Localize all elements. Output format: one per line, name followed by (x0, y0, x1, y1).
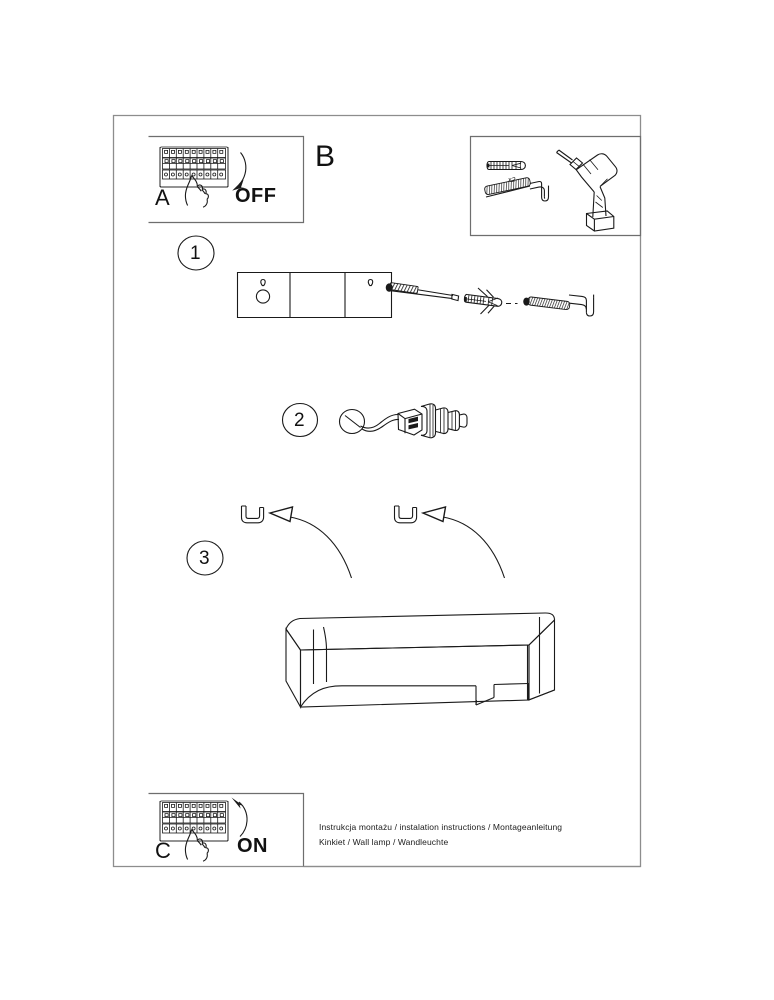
panel-a-box (148, 135, 305, 224)
step-3-marker (186, 540, 224, 576)
step-3-illustration (240, 505, 556, 710)
hook-right-icon (393, 505, 418, 524)
panel-a-letter: A (155, 185, 170, 210)
long-screw (385, 282, 460, 302)
hand-icon (184, 175, 209, 208)
circuit-breaker-icon-c (159, 800, 229, 862)
arrow-off-icon (232, 152, 247, 191)
step-1-illustration (236, 271, 595, 319)
panel-c-letter: C (155, 838, 171, 863)
step-3-number: 3 (199, 548, 210, 569)
step-2-marker (281, 402, 319, 438)
step-1-marker (177, 235, 215, 271)
wall-lamp-body (285, 612, 556, 710)
hook-left-icon (240, 505, 265, 524)
sheet-frame (112, 114, 642, 868)
panel-c-action-label: ON (237, 835, 268, 857)
hand-icon (184, 829, 209, 862)
wall-plug-icon (486, 160, 526, 171)
hook-screw-icon-b (484, 177, 550, 202)
hook-screw-step1 (523, 294, 595, 317)
circuit-breaker-icon-a (159, 146, 229, 208)
panel-c-box (148, 792, 305, 867)
panel-a-action-label: OFF (235, 185, 277, 207)
cordless-drill-icon (556, 149, 618, 232)
step-2-illustration (338, 403, 468, 439)
footer-line-1: Instrukcja montażu / instalation instruc… (319, 822, 563, 832)
mounting-plate (236, 271, 393, 319)
panel-b-letter: B (315, 140, 336, 173)
wall-plug-quantity-label: x2 (508, 177, 516, 184)
step-2-number: 2 (294, 410, 305, 431)
footer-line-2: Kinkiet / Wall lamp / Wandleuchte (319, 837, 449, 847)
wall-plug-step1 (463, 287, 503, 315)
arrow-on-icon (231, 797, 248, 837)
panel-b-box (469, 135, 642, 237)
step-1-number: 1 (190, 243, 201, 264)
